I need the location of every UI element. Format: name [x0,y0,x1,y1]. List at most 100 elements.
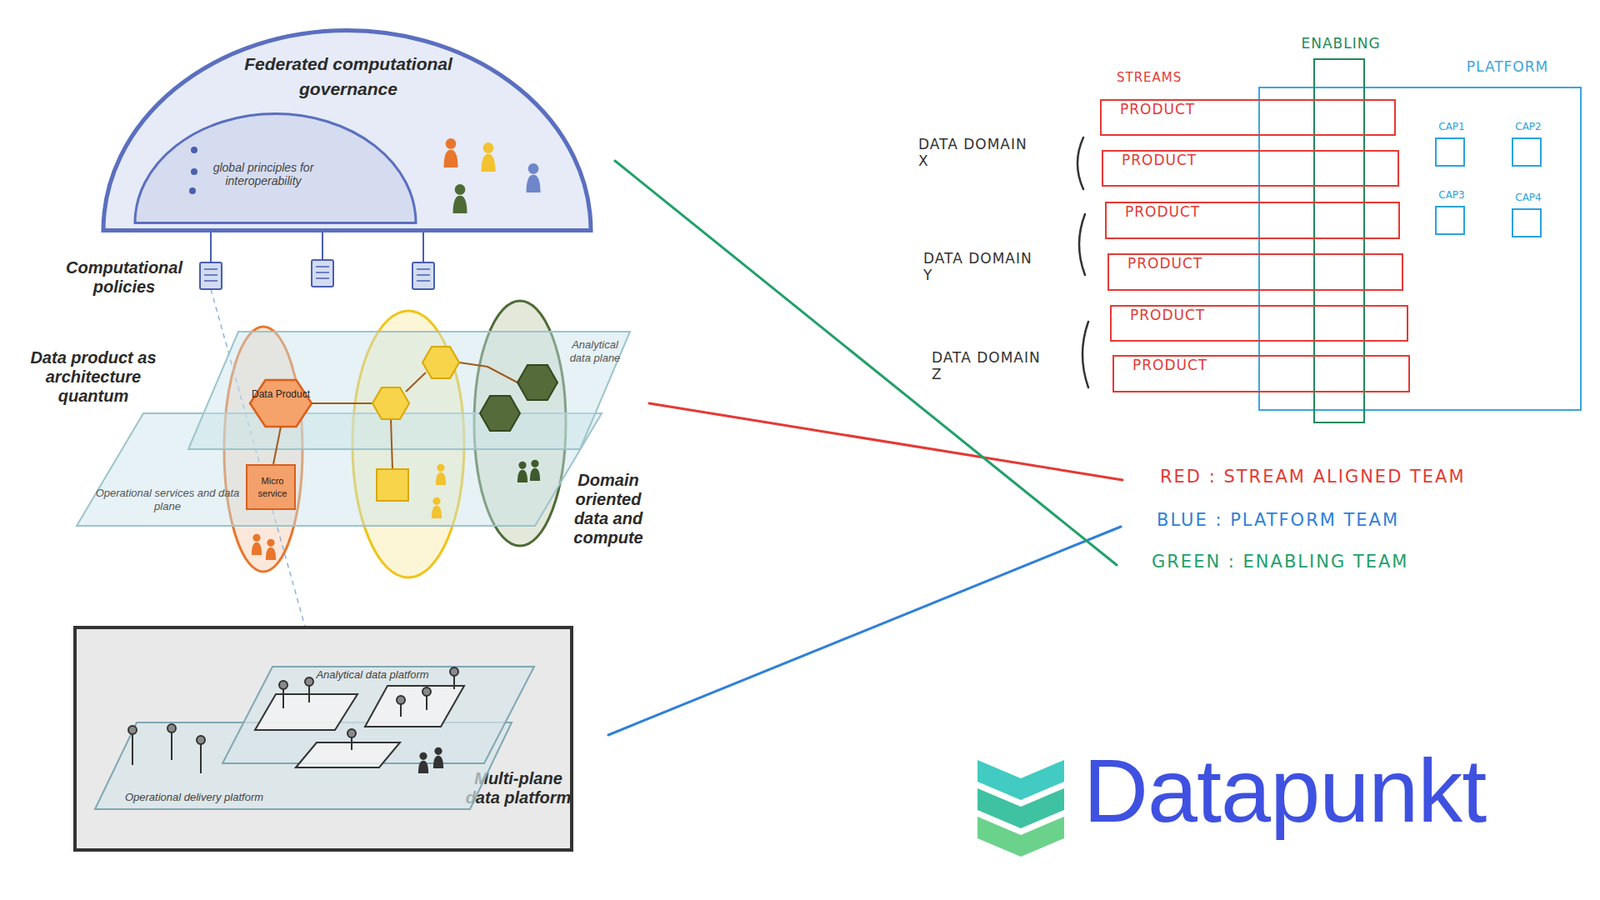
product-links [273,362,518,470]
principles-dome-shape [135,114,416,224]
hexagon [480,395,520,431]
logo-mark [977,760,1065,857]
product-box: PRODUCT [1112,355,1410,393]
operational-plane-shape [76,413,602,526]
pin-head [128,725,137,735]
pin-head [305,677,314,686]
data-product-hexagon-outline [250,380,312,427]
pin-head [396,695,405,705]
hexagon [422,346,460,379]
person-icon [530,460,540,481]
logo-layer [977,816,1065,857]
pin-head [167,724,176,733]
pin-stem [350,737,353,750]
policy-stem [321,232,324,260]
yellow-products [372,346,460,501]
legend-text: GREEN : ENABLING TEAM [1151,551,1409,572]
node-text: PRODUCT [1121,151,1197,169]
person-icon [265,539,276,560]
annotation-label: Data product as architecture quantum [18,348,169,406]
person-icon [517,461,528,483]
document-line [315,271,330,274]
policy-stem [210,232,212,263]
document-line [315,265,330,268]
pin-stem [131,733,134,765]
sub-platforms [255,685,465,768]
bullet-dot [190,146,198,154]
legend-text: RED : STREAM ALIGNED TEAM [1160,466,1466,487]
product-box: PRODUCT [1107,253,1404,291]
person-icon [453,184,468,214]
legend-text: BLUE : PLATFORM TEAM [1156,510,1400,530]
analytical-platform-plane: Analytical data platform [222,666,535,764]
annotation-label: STREAMS [1116,70,1182,85]
link-line [405,372,426,392]
node-text: PRODUCT [1125,203,1200,220]
capability-box: CAP4 [1511,208,1542,238]
analytical-plane-shape [188,331,630,450]
domain-brackets [1077,137,1089,388]
link-line [273,426,281,465]
link-line [311,402,373,405]
person-icon [431,497,442,519]
platform-frame: Multi-plane data platformAnalytical data… [73,625,574,852]
node-text: CAP4 [1503,191,1554,204]
node-text: ENABLING [1277,35,1405,52]
person-icon [418,752,429,774]
pin-head [196,735,205,745]
hexagon [372,387,410,420]
policy-stem [422,232,425,263]
node-text: PRODUCT [1130,306,1205,324]
analytical-platform-plane-shape [222,666,535,764]
pin-head [347,729,356,738]
data-product-hexagon-shape [250,380,312,427]
node-text: global principles for interoperability [196,160,330,188]
capability-box: CAP1 [1435,137,1465,167]
product-box: PRODUCT [1110,305,1409,342]
policy-document-icons [200,260,435,290]
pin-stem [453,675,455,690]
document-line [315,277,330,280]
square [376,469,409,501]
hexagon [517,365,558,400]
node-text: Analytical data plane [565,338,625,365]
annotation-label: DATA DOMAIN X [918,135,1040,170]
annotation-label: Computational policies [53,258,195,297]
pin-stem [308,685,310,703]
document-icon [311,260,334,287]
pin-stem [200,743,202,774]
bracket [1077,137,1084,190]
person-icon [251,534,262,555]
product-box: PRODUCT [1101,150,1400,187]
pin-stem [170,731,173,760]
principle-dots [189,146,198,195]
governance-dome: Federated computational governance global… [99,28,595,233]
bracket [1082,321,1089,388]
document-line [416,274,430,276]
bullet-dot [189,187,196,195]
document-icon [200,262,222,290]
node-text: CAP2 [1503,120,1554,133]
document-line [204,274,218,276]
document-line [204,268,218,270]
person-icon [444,138,459,168]
bullet-dot [190,168,198,175]
product-box: PRODUCT [1100,99,1396,136]
node-text: PLATFORM [1445,58,1570,75]
legend-leader-line [615,160,1117,565]
pin-stem [425,695,428,710]
principles-dome: global principles for interoperability [132,112,419,225]
pin-head [422,687,431,696]
platform-plane [295,742,400,768]
bracket [1079,214,1085,275]
node-text: Federated computational governance [206,51,490,102]
node-text: Analytical data platform [280,668,465,681]
link-line [459,362,518,383]
legend-leader-line [649,403,1123,480]
legend-leader-line [608,526,1121,735]
document-lines [204,266,430,281]
capability-pins [128,667,459,774]
pin-head [279,680,288,690]
